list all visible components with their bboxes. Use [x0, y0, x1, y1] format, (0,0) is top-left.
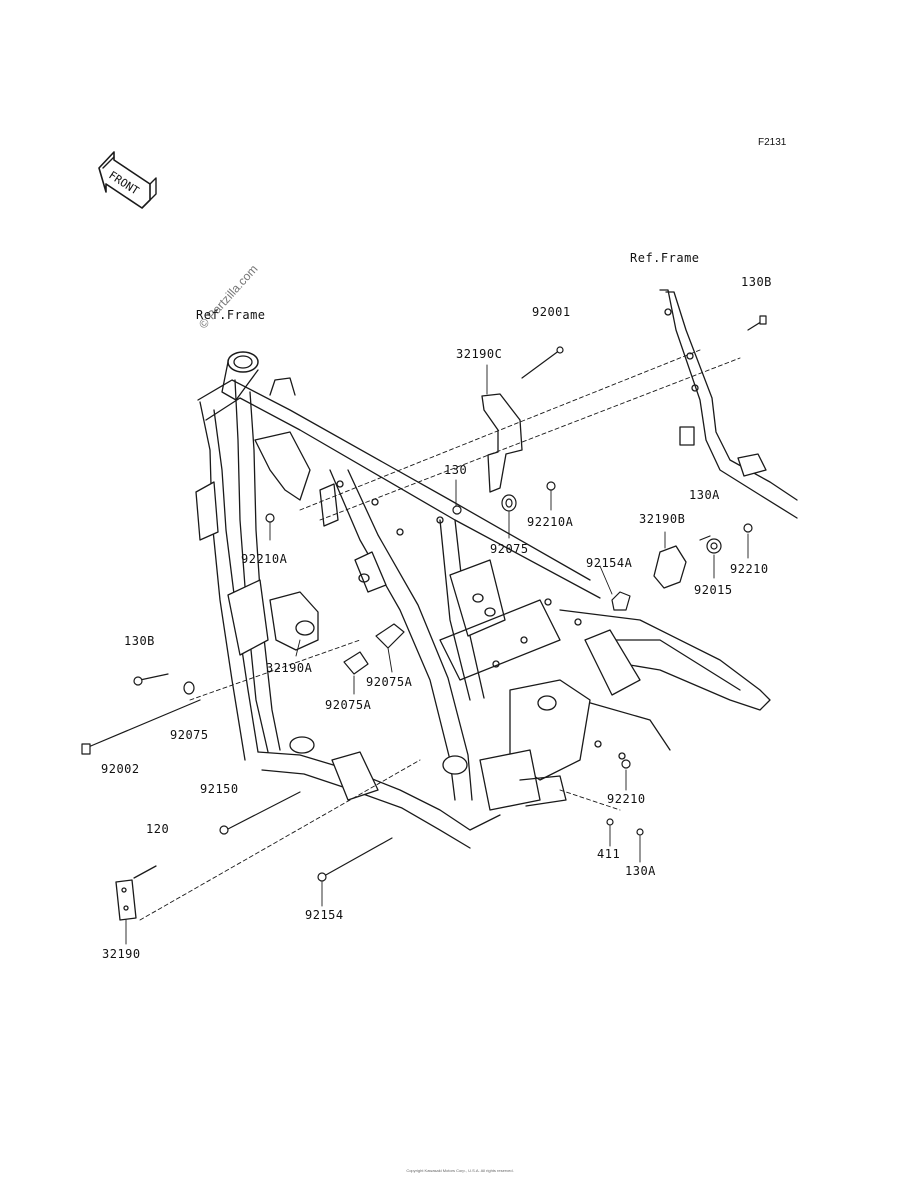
- copyright-footer: Copyright Kawasaki Motors Corp., U.S.A. …: [406, 1168, 514, 1173]
- part-label[interactable]: 92001: [532, 305, 571, 319]
- part-label[interactable]: 32190B: [639, 512, 686, 526]
- part-label[interactable]: 32190: [102, 947, 141, 961]
- part-label[interactable]: 92075A: [325, 698, 372, 712]
- bracket-32190c: [481, 393, 523, 493]
- part-label[interactable]: 92210: [730, 562, 769, 576]
- part-label[interactable]: 120: [146, 822, 170, 836]
- figure-code: F2131: [758, 137, 787, 148]
- part-label[interactable]: 92210: [607, 792, 646, 806]
- bracket-32190b: [653, 545, 687, 589]
- part-label[interactable]: 411: [597, 847, 621, 861]
- part-label[interactable]: 32190A: [266, 661, 313, 675]
- front-arrow-icon: FRONT: [98, 151, 157, 209]
- part-label[interactable]: 130A: [689, 488, 720, 502]
- part-label[interactable]: 32190C: [456, 347, 503, 361]
- fasteners: [81, 315, 767, 882]
- part-label[interactable]: 130: [444, 463, 468, 477]
- part-label[interactable]: 92154: [305, 908, 344, 922]
- ref-frame-label-rear: Ref.Frame: [630, 251, 700, 265]
- ref-frame-rear: [659, 289, 798, 519]
- part-label[interactable]: 130A: [625, 864, 656, 878]
- part-label[interactable]: 92154A: [586, 556, 633, 570]
- bracket-32190: [115, 865, 157, 921]
- part-label[interactable]: 130B: [741, 275, 772, 289]
- part-label[interactable]: 92015: [694, 583, 733, 597]
- part-label[interactable]: 92075A: [366, 675, 413, 689]
- part-label[interactable]: 92075: [490, 542, 529, 556]
- part-label[interactable]: 92210A: [527, 515, 574, 529]
- leader-lines: [125, 349, 749, 945]
- ref-frame-label-front: Ref.Frame: [196, 308, 266, 322]
- part-label[interactable]: 92075: [170, 728, 209, 742]
- part-label[interactable]: 92210A: [241, 552, 288, 566]
- main-frame: [195, 351, 771, 849]
- part-label[interactable]: 92150: [200, 782, 239, 796]
- part-label[interactable]: 130B: [124, 634, 155, 648]
- part-label[interactable]: 92002: [101, 762, 140, 776]
